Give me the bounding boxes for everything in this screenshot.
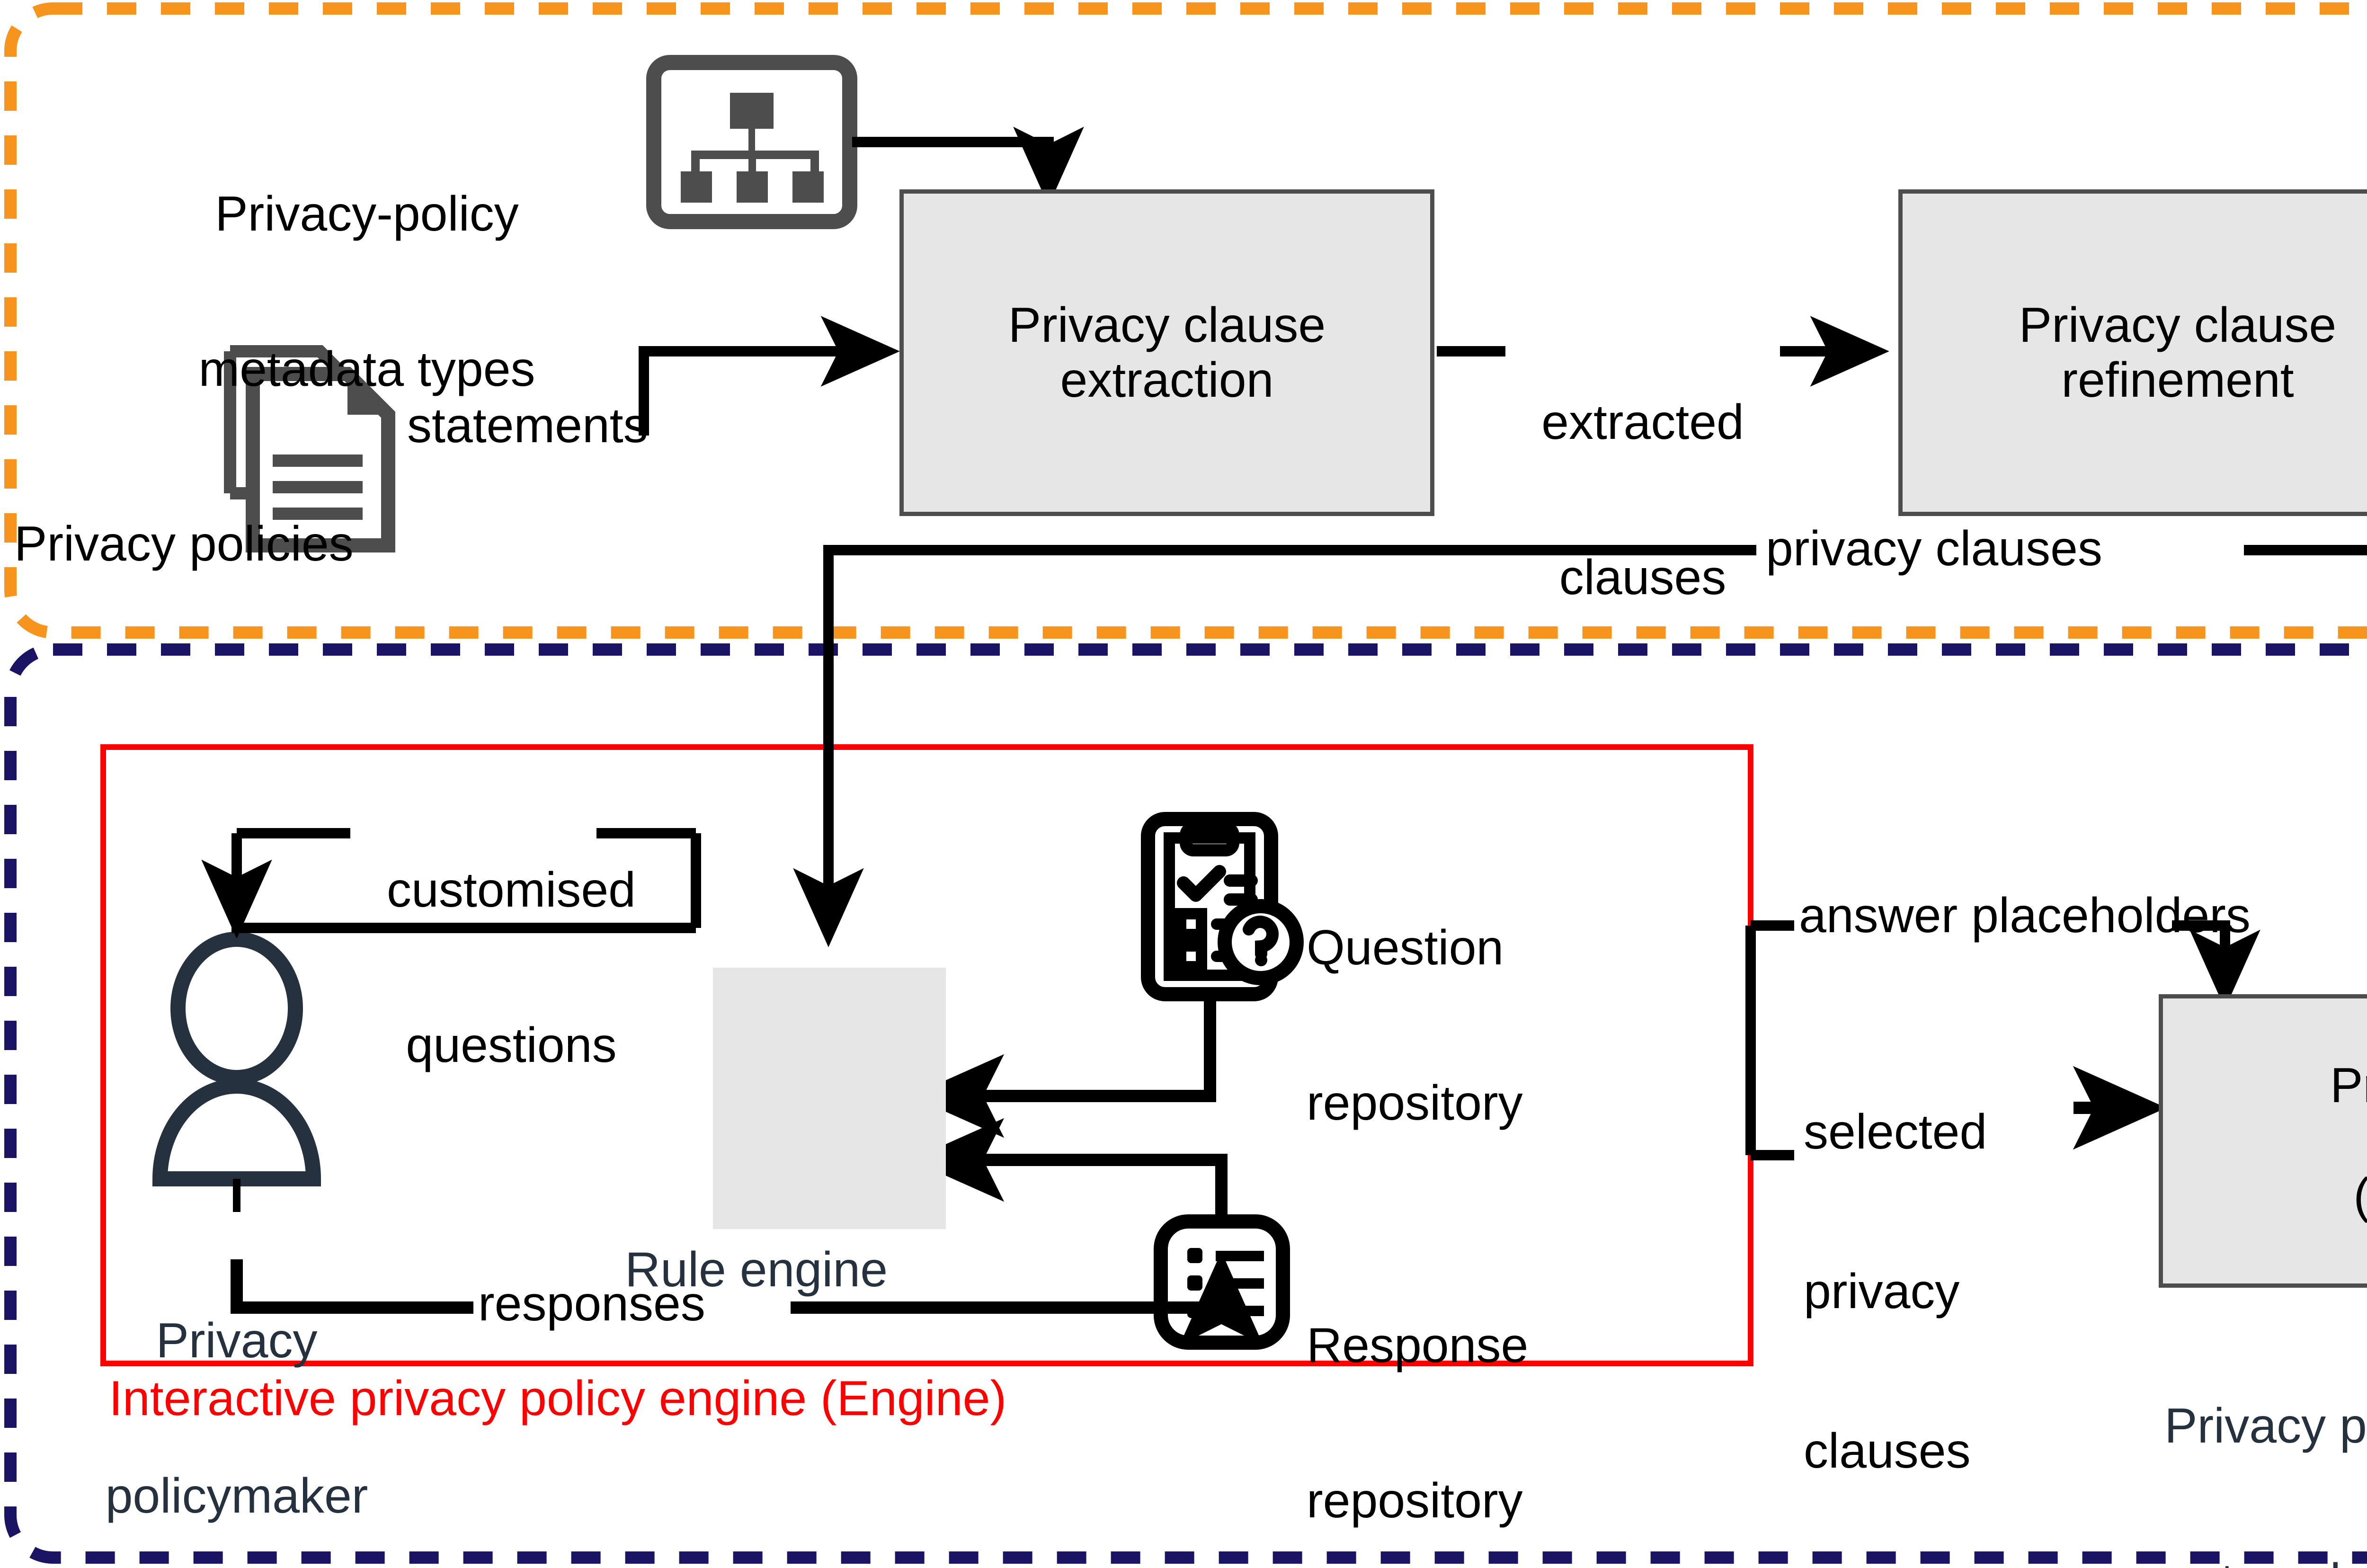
metadata-types-label: Privacy-policy metadata types — [85, 85, 649, 499]
metadata-types-line1: Privacy-policy — [215, 187, 519, 242]
top-section-title-line2: (Section 4) — [1704, 333, 2367, 395]
clipboard-question-icon — [1141, 812, 1304, 1001]
line-bridge-left — [793, 545, 1756, 947]
top-section-frame — [4, 2, 2367, 639]
refinement-box-line2: refinement — [2061, 353, 2294, 408]
answer-placeholders-label: answer placeholders — [1799, 888, 2251, 943]
response-repository-line2: repository — [1307, 1473, 1523, 1528]
rule-engine-icon-backdrop — [713, 968, 946, 1229]
policymaker-label-line1: Privacy — [156, 1313, 318, 1369]
top-section-title: Privacy Clause Development (Section 4) — [1704, 20, 2367, 520]
extracted-clauses-line1: extracted — [1541, 395, 1744, 450]
template-label-line2: template — [2107, 1555, 2367, 1568]
question-repository-label: Question repository — [1307, 819, 1523, 1233]
customised-questions-line2: questions — [406, 1017, 617, 1073]
arrow-questionrepo-to-ruleengine — [910, 994, 1216, 1138]
selected-clauses-line3: clauses — [1804, 1423, 1971, 1479]
arrow-responserepo-to-ruleengine — [910, 1118, 1228, 1221]
template-label-line1: Privacy policy — [2164, 1399, 2367, 1454]
response-repository-label: Response repository — [1307, 1217, 1528, 1568]
metadata-types-line2: metadata types — [198, 341, 535, 397]
refinement-box-line1: Privacy clause — [2019, 297, 2337, 353]
generator-box-line1: Privacy policy — [2330, 1058, 2367, 1114]
bottom-section-title-line1: Privacy Policy Generation — [1704, 796, 2367, 859]
documents-stack-icon — [224, 345, 395, 552]
arrow-responses-to-responserepo — [791, 1251, 1264, 1345]
arrow-statements-to-extraction — [639, 316, 900, 436]
extracted-clauses-line2: clauses — [1559, 550, 1726, 605]
privacy-policy-generator-box[interactable]: Privacy policy generator (Generator) — [2159, 994, 2367, 1288]
response-repository-line1: Response — [1307, 1318, 1529, 1373]
privacy-clause-extraction-box[interactable]: Privacy clause extraction — [899, 189, 1434, 516]
selected-privacy-clauses-label: selected privacy clauses — [1804, 999, 1987, 1568]
policymaker-label-line2: policymaker — [105, 1468, 368, 1523]
privacy-clause-refinement-box[interactable]: Privacy clause refinement — [1898, 189, 2367, 516]
selected-clauses-line2: privacy — [1804, 1264, 1960, 1319]
extraction-box-line1: Privacy clause — [1008, 297, 1326, 353]
person-icon — [152, 932, 321, 1186]
bottom-section-frame — [4, 643, 2367, 1564]
question-repository-line1: Question — [1307, 920, 1504, 976]
hierarchy-tablet-icon — [646, 55, 857, 229]
rule-engine-label: Rule engine — [625, 1242, 888, 1297]
selected-clauses-line1: selected — [1804, 1104, 1987, 1159]
privacy-policies-label: Privacy policies — [14, 517, 354, 571]
extracted-clauses-label: extracted clauses — [1491, 294, 1794, 707]
privacy-policy-template-label: Privacy policy template — [2107, 1297, 2367, 1568]
arrow-metadata-to-extraction — [852, 126, 1084, 206]
responses-label: responses — [478, 1276, 705, 1331]
question-repository-line2: repository — [1307, 1075, 1523, 1131]
customised-questions-label: customised questions — [303, 761, 720, 1175]
customised-questions-line1: customised — [387, 863, 636, 918]
generator-box-line3: (Generator) — [2330, 1168, 2367, 1223]
engine-frame-label: Interactive privacy policy engine (Engin… — [109, 1371, 1007, 1426]
line-responses-left — [231, 1259, 473, 1314]
privacy-clauses-bridge-label: privacy clauses — [1766, 521, 2102, 576]
statements-label: statements — [407, 398, 648, 453]
top-section-title-line1: Privacy Clause Development — [1704, 145, 2367, 207]
extraction-box-line2: extraction — [1060, 353, 1274, 408]
policymaker-label: Privacy policymaker — [28, 1212, 445, 1568]
arrow-answerplaceholders-to-generator — [2172, 920, 2260, 1009]
